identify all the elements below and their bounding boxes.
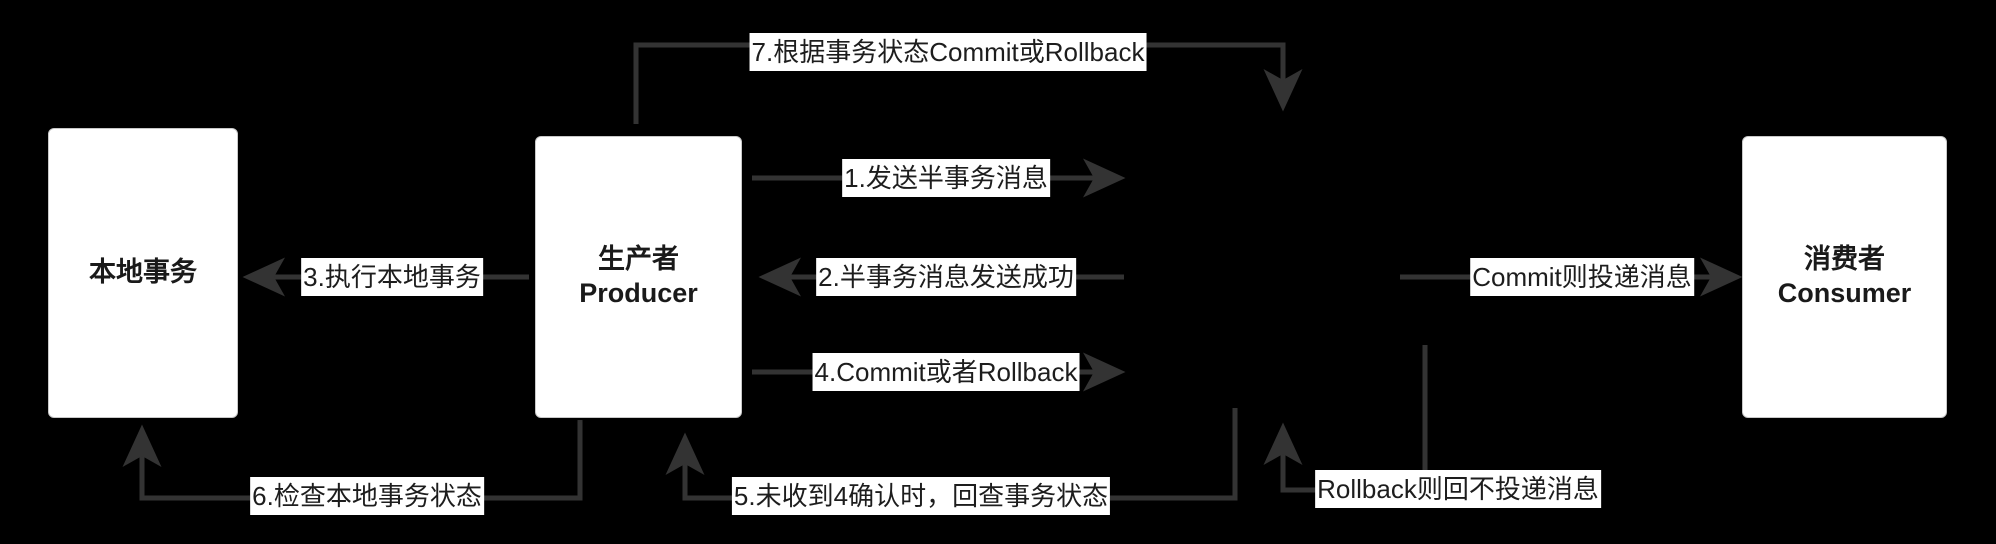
node-producer-label-cn: 生产者 bbox=[598, 244, 679, 275]
edge-label-commit: Commit则投递消息 bbox=[1470, 258, 1694, 296]
edge-label-7: 7.根据事务状态Commit或Rollback bbox=[749, 33, 1147, 71]
node-producer-label-en: Producer bbox=[579, 278, 698, 308]
edge-label-6: 6.检查本地事务状态 bbox=[250, 477, 484, 515]
edge-label-4: 4.Commit或者Rollback bbox=[812, 353, 1080, 391]
node-consumer[interactable]: 消费者 Consumer bbox=[1742, 136, 1947, 418]
connector-edge-rollback bbox=[1263, 345, 1428, 493]
node-consumer-label-cn: 消费者 bbox=[1804, 244, 1885, 275]
node-local-transaction[interactable]: 本地事务 bbox=[48, 128, 238, 418]
edge-label-rollback: Rollback则回不投递消息 bbox=[1315, 470, 1601, 508]
edge-label-2: 2.半事务消息发送成功 bbox=[816, 258, 1076, 296]
node-consumer-label-en: Consumer bbox=[1777, 278, 1912, 308]
edge-label-1: 1.发送半事务消息 bbox=[842, 159, 1050, 197]
node-producer[interactable]: 生产者 Producer bbox=[535, 136, 742, 418]
edge-label-3: 3.执行本地事务 bbox=[301, 258, 483, 296]
node-local-transaction-label-cn: 本地事务 bbox=[89, 257, 197, 288]
edge-label-5: 5.未收到4确认时，回查事务状态 bbox=[731, 477, 1111, 515]
